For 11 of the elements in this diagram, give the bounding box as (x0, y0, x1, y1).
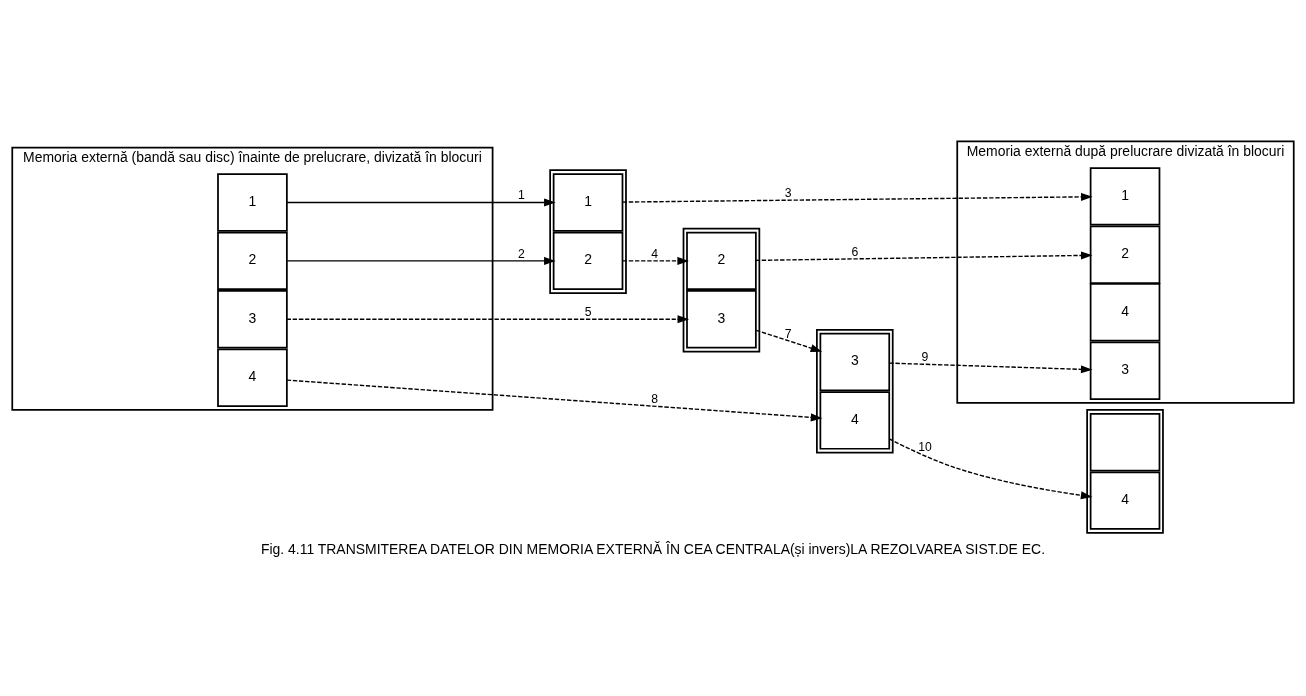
edge-label: 7 (784, 326, 792, 341)
edge-label: 4 (651, 246, 659, 261)
caption: Fig. 4.11 TRANSMITEREA DATELOR DIN MEMORIA EXTERNĂ ÎN CEA CENTRALA(și invers)LA REZOLVAREA SIST.DE EC. (260, 540, 1046, 557)
edge-label: 9 (921, 349, 929, 364)
edge-label: 2 (517, 246, 525, 261)
edge-label: 8 (651, 391, 659, 406)
edge-label: 5 (584, 304, 592, 319)
edge-label: 10 (918, 439, 932, 454)
edge-label: 6 (851, 244, 859, 259)
edge-label: 1 (517, 187, 525, 202)
edge-label: 3 (784, 185, 792, 200)
